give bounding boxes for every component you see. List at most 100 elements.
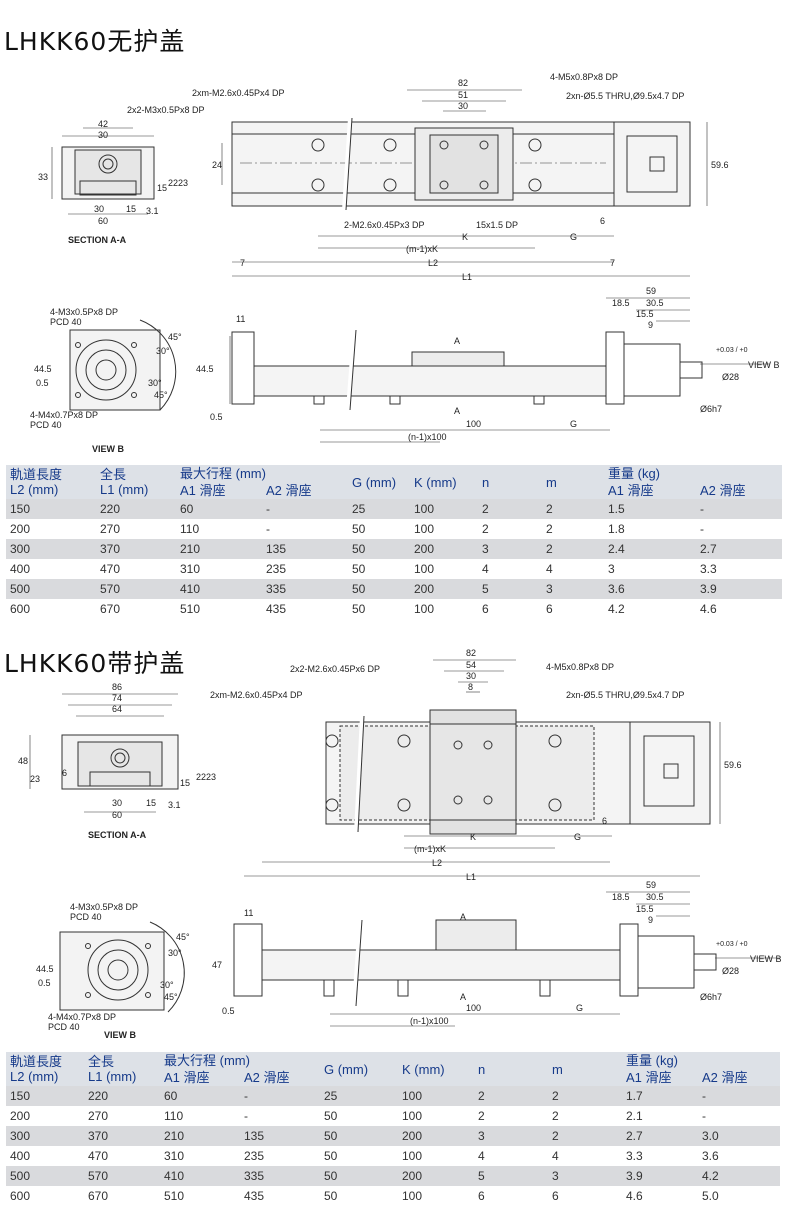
- dim-label: Ø6h7: [700, 404, 722, 414]
- callout-text: 2xn-Ø5.5 THRU,Ø9.5x4.7 DP: [566, 91, 684, 101]
- drawing-with-cover: 86 74 64 48 23 6 15 22 23 30 15 3.1 60 S…: [18, 648, 782, 1040]
- table-cell: 435: [262, 599, 348, 619]
- table-cell: 510: [176, 599, 262, 619]
- table-cell: 270: [96, 519, 176, 539]
- dim-label: 48: [18, 756, 28, 766]
- dim-label: G: [576, 1003, 583, 1013]
- dim-label: 6: [62, 768, 67, 778]
- table-cell: 6: [474, 1186, 548, 1206]
- col-weight-a1: A1 滑座: [604, 482, 696, 499]
- dim-label: 30.5: [646, 298, 664, 308]
- dim-label: L1: [466, 872, 476, 882]
- table-cell: -: [696, 499, 782, 519]
- col-weight-a2: A2 滑座: [696, 482, 782, 499]
- dim-label: 23: [206, 772, 216, 782]
- dim-label: 15: [157, 183, 167, 193]
- table-cell: 200: [398, 1166, 474, 1186]
- table-cell: 100: [398, 1086, 474, 1106]
- table-cell: 4: [478, 559, 542, 579]
- dim-label: 0.5: [38, 978, 51, 988]
- dim-label: 45°: [168, 332, 182, 342]
- dim-label: 3.1: [146, 206, 159, 216]
- table-cell: -: [698, 1106, 780, 1126]
- callout-text: 2x2-M3x0.5Px8 DP: [127, 105, 205, 115]
- callout-text: 2xm-M2.6x0.45Px4 DP: [192, 88, 285, 98]
- table-cell: 500: [6, 1166, 84, 1186]
- table-cell: 600: [6, 1186, 84, 1206]
- dim-label: 22: [168, 178, 178, 188]
- dim-label: 100: [466, 1003, 481, 1013]
- dim-label: 8: [468, 682, 473, 692]
- table-cell: 150: [6, 499, 96, 519]
- table-cell: 2.4: [604, 539, 696, 559]
- dim-label: 59.6: [711, 160, 729, 170]
- callout-text: 4-M3x0.5Px8 DP: [50, 307, 118, 317]
- table-cell: 50: [320, 1186, 398, 1206]
- section-a-a-label: SECTION A-A: [68, 235, 127, 245]
- dim-label: 45°: [176, 932, 190, 942]
- dim-label: 30: [466, 671, 476, 681]
- col-m: m: [542, 465, 604, 499]
- table-cell: 1.5: [604, 499, 696, 519]
- table-cell: 300: [6, 1126, 84, 1146]
- table-cell: 4.6: [622, 1186, 698, 1206]
- table-cell: -: [240, 1086, 320, 1106]
- col-weight-a1: A1 滑座: [622, 1069, 698, 1086]
- table-cell: 200: [410, 539, 478, 559]
- table-cell: -: [696, 519, 782, 539]
- table-cell: 3.0: [698, 1126, 780, 1146]
- dim-label: 7: [240, 258, 245, 268]
- dim-label: 64: [112, 704, 122, 714]
- table-cell: 600: [6, 599, 96, 619]
- dim-label: 30°: [160, 980, 174, 990]
- drawing-no-cover: 42 30 33 15 22 23 30 15 3.1 60 SECTION A…: [30, 72, 780, 454]
- table-cell: 670: [96, 599, 176, 619]
- dim-label: L1: [462, 272, 472, 282]
- table-cell: 335: [240, 1166, 320, 1186]
- table-cell: 135: [262, 539, 348, 559]
- callout-text: PCD 40: [50, 317, 82, 327]
- dim-label: 30°: [168, 948, 182, 958]
- dim-label: 30: [94, 204, 104, 214]
- table-cell: 210: [160, 1126, 240, 1146]
- table-cell: 470: [96, 559, 176, 579]
- dim-label: 44.5: [36, 964, 54, 974]
- table-cell: 6: [478, 599, 542, 619]
- dim-label: 45°: [164, 992, 178, 1002]
- callout-text: 4-M5x0.8Px8 DP: [546, 662, 614, 672]
- dim-label: 30: [458, 101, 468, 111]
- dim-label: 30°: [156, 346, 170, 356]
- dim-label: 86: [112, 682, 122, 692]
- table-cell: 270: [84, 1106, 160, 1126]
- table-cell: 400: [6, 1146, 84, 1166]
- table-cell: -: [240, 1106, 320, 1126]
- dim-label: Ø28: [722, 966, 739, 976]
- table-cell: 100: [410, 559, 478, 579]
- dim-label: 15.5: [636, 904, 654, 914]
- table-cell: 6: [548, 1186, 622, 1206]
- table-cell: 1.7: [622, 1086, 698, 1106]
- table-cell: 300: [6, 539, 96, 559]
- table-cell: 3: [478, 539, 542, 559]
- dim-label: 18.5: [612, 298, 630, 308]
- table-cell: -: [262, 519, 348, 539]
- table-cell: 50: [320, 1126, 398, 1146]
- dim-label: 6: [600, 216, 605, 226]
- callout-text: 2xm-M2.6x0.45Px4 DP: [210, 690, 303, 700]
- view-b-label: VIEW B: [104, 1030, 137, 1040]
- col-stroke-a1: A1 滑座: [160, 1069, 240, 1086]
- table-cell: 200: [410, 579, 478, 599]
- table-cell: 2: [474, 1106, 548, 1126]
- section-title: LHKK60带护盖: [4, 649, 186, 678]
- table-cell: 2: [542, 539, 604, 559]
- dim-label: 9: [648, 320, 653, 330]
- dim-label: L2: [432, 858, 442, 868]
- col-g: G (mm): [348, 465, 410, 499]
